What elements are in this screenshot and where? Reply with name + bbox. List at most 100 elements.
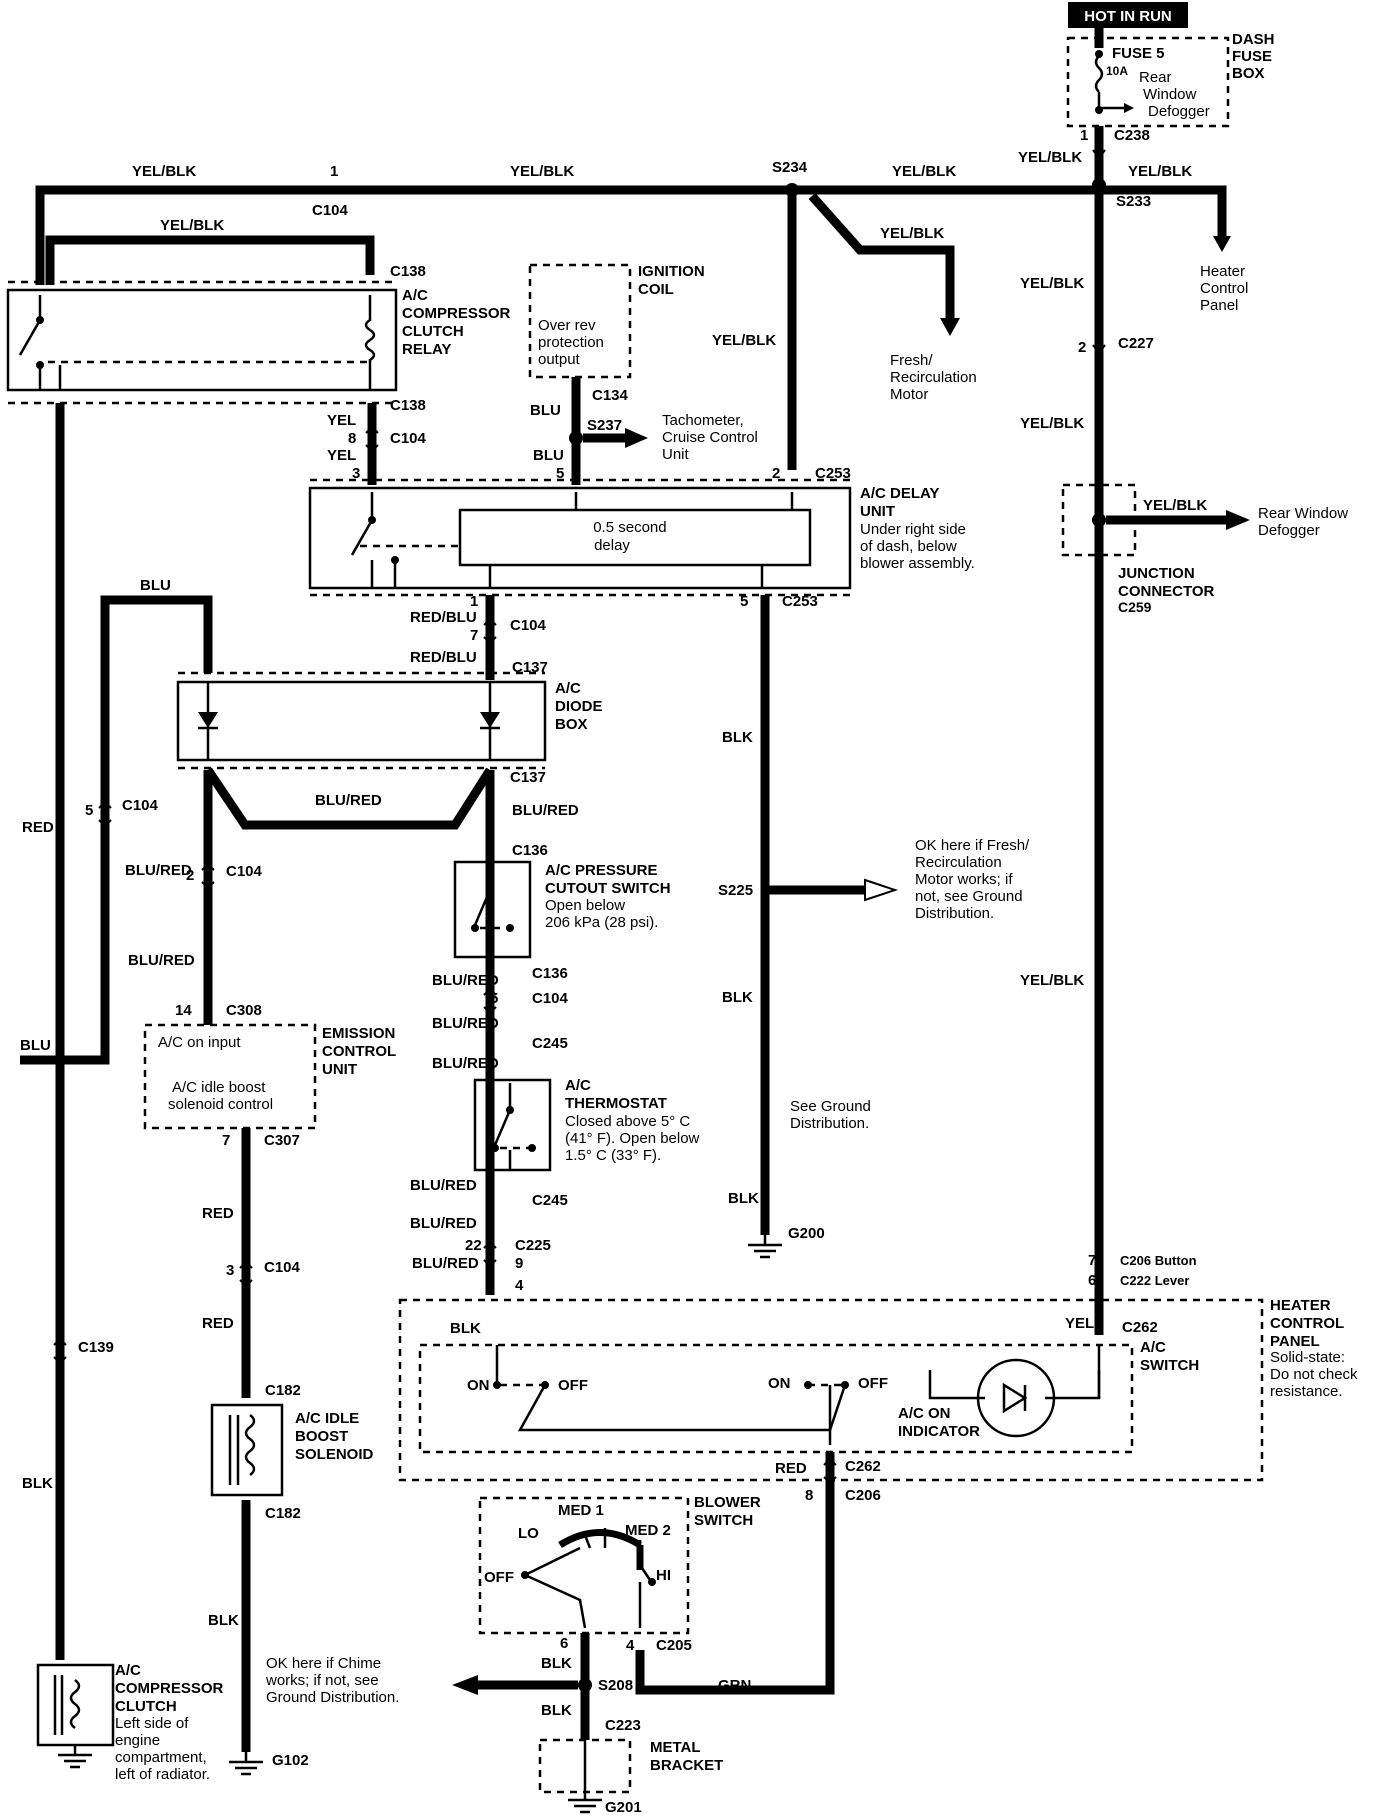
hot-in-run-label: HOT IN RUN bbox=[1084, 8, 1172, 25]
diode-icon bbox=[480, 712, 500, 728]
svg-text:C182: C182 bbox=[265, 1505, 301, 1522]
delay-unit-label: A/C DELAY UNIT bbox=[860, 485, 943, 520]
svg-text:C206: C206 bbox=[845, 1487, 881, 1504]
svg-text:C308: C308 bbox=[226, 1002, 262, 1019]
svg-text:C182: C182 bbox=[265, 1382, 301, 1399]
svg-text:BLU: BLU bbox=[140, 577, 171, 594]
ground-icon bbox=[58, 1745, 92, 1769]
ac-diode-box bbox=[176, 680, 547, 762]
svg-text:YEL: YEL bbox=[1065, 1315, 1094, 1332]
ecu-input: A/C on input bbox=[158, 1034, 241, 1051]
pressure-switch-note: Open below 206 kPa (28 psi). bbox=[545, 897, 658, 931]
svg-text:OFF: OFF bbox=[858, 1375, 888, 1392]
svg-text:BLU/RED: BLU/RED bbox=[315, 792, 382, 809]
svg-text:BLU: BLU bbox=[530, 402, 561, 419]
svg-text:BLU/RED: BLU/RED bbox=[432, 1015, 499, 1032]
svg-text:C245: C245 bbox=[532, 1035, 568, 1052]
svg-text:YEL/BLK: YEL/BLK bbox=[1020, 275, 1084, 292]
svg-text:C238: C238 bbox=[1114, 127, 1150, 144]
diode-box-label: A/C DIODE BOX bbox=[555, 680, 607, 733]
svg-text:5: 5 bbox=[740, 593, 748, 610]
heater-panel-label: HEATER CONTROL PANEL bbox=[1270, 1297, 1348, 1350]
svg-text:YEL/BLK: YEL/BLK bbox=[880, 225, 944, 242]
svg-text:1: 1 bbox=[1080, 127, 1088, 144]
svg-text:C134: C134 bbox=[592, 387, 629, 404]
svg-text:2: 2 bbox=[772, 465, 780, 482]
svg-text:G201: G201 bbox=[605, 1799, 642, 1816]
svg-text:5: 5 bbox=[85, 802, 93, 819]
svg-text:4: 4 bbox=[515, 1277, 524, 1294]
svg-text:S237: S237 bbox=[587, 417, 622, 434]
svg-text:LO: LO bbox=[518, 1525, 539, 1542]
svg-text:YEL/BLK: YEL/BLK bbox=[712, 332, 776, 349]
emission-control-unit bbox=[143, 1023, 317, 1130]
svg-text:6: 6 bbox=[560, 1635, 568, 1652]
relay-coil-icon bbox=[364, 295, 376, 390]
svg-text:1: 1 bbox=[330, 163, 338, 180]
svg-text:YEL: YEL bbox=[327, 412, 356, 429]
rear-window-dest: Rear Window Defogger bbox=[1258, 505, 1352, 539]
svg-text:C136: C136 bbox=[512, 842, 548, 859]
svg-text:RED/BLU: RED/BLU bbox=[410, 649, 477, 666]
compressor-clutch-label: A/C COMPRESSOR CLUTCH bbox=[115, 1662, 228, 1715]
svg-text:MED 2: MED 2 bbox=[625, 1522, 671, 1539]
dash-fuse-box bbox=[1066, 36, 1230, 128]
svg-text:C253: C253 bbox=[815, 465, 851, 482]
ground-icon bbox=[568, 1792, 602, 1814]
ac-pressure-cutout-switch bbox=[453, 860, 532, 959]
delay-unit-note: Under right side of dash, below blower a… bbox=[860, 521, 975, 572]
chime-note: OK here if Chime works; if not, see Grou… bbox=[265, 1655, 399, 1706]
svg-text:ON: ON bbox=[768, 1375, 791, 1392]
fuse-rating: 10A bbox=[1106, 64, 1128, 78]
svg-text:BLU/RED: BLU/RED bbox=[432, 972, 499, 989]
thermostat-note: Closed above 5° C (41° F). Open below 1.… bbox=[565, 1113, 704, 1164]
delay-label: 0.5 second delay bbox=[593, 519, 671, 554]
svg-text:C223: C223 bbox=[605, 1717, 641, 1734]
heater-panel-note: Solid-state: Do not check resistance. bbox=[1270, 1349, 1362, 1400]
relay-label: A/C COMPRESSOR CLUTCH RELAY bbox=[402, 287, 515, 358]
svg-text:C104: C104 bbox=[312, 202, 349, 219]
svg-text:S233: S233 bbox=[1116, 193, 1151, 210]
svg-text:BLK: BLK bbox=[722, 729, 753, 746]
svg-text:GRN: GRN bbox=[718, 1677, 751, 1694]
svg-text:C136: C136 bbox=[532, 965, 568, 982]
svg-text:OFF: OFF bbox=[558, 1377, 588, 1394]
yel-blk-bus bbox=[35, 185, 1227, 285]
svg-text:C139: C139 bbox=[78, 1339, 114, 1356]
ac-delay-unit bbox=[308, 486, 852, 590]
svg-text:BLK: BLK bbox=[22, 1475, 53, 1492]
svg-text:C138: C138 bbox=[390, 397, 426, 414]
svg-text:3: 3 bbox=[226, 1262, 234, 1279]
thermostat-label: A/C THERMOSTAT bbox=[565, 1077, 667, 1112]
svg-text:BLU/RED: BLU/RED bbox=[512, 802, 579, 819]
svg-text:BLK: BLK bbox=[728, 1190, 759, 1207]
svg-text:BLU/RED: BLU/RED bbox=[128, 952, 195, 969]
svg-text:7: 7 bbox=[470, 627, 478, 644]
svg-text:C259: C259 bbox=[1118, 599, 1152, 615]
blower-switch-label: BLOWER SWITCH bbox=[694, 1494, 765, 1529]
ecu-label: EMISSION CONTROL UNIT bbox=[322, 1025, 400, 1078]
svg-text:YEL/BLK: YEL/BLK bbox=[892, 163, 956, 180]
over-rev-label: Over rev protection output bbox=[538, 317, 608, 368]
svg-text:2: 2 bbox=[186, 867, 194, 884]
svg-text:RED: RED bbox=[22, 819, 54, 836]
svg-text:5: 5 bbox=[556, 465, 564, 482]
ac-thermostat bbox=[473, 1078, 552, 1172]
metal-bracket-label: METAL BRACKET bbox=[650, 1739, 723, 1774]
svg-text:BLU/RED: BLU/RED bbox=[410, 1177, 477, 1194]
svg-text:BLK: BLK bbox=[541, 1655, 572, 1672]
svg-text:3: 3 bbox=[352, 465, 360, 482]
svg-text:C104: C104 bbox=[532, 990, 569, 1007]
svg-text:BLU/RED: BLU/RED bbox=[125, 862, 192, 879]
svg-text:6: 6 bbox=[1088, 1272, 1096, 1289]
svg-text:C104: C104 bbox=[390, 430, 427, 447]
fresh-recirc-dest: Fresh/ Recirculation Motor bbox=[890, 352, 981, 403]
svg-text:C225: C225 bbox=[515, 1237, 551, 1254]
svg-text:1: 1 bbox=[470, 593, 478, 610]
svg-text:BLK: BLK bbox=[541, 1702, 572, 1719]
ignition-coil-label: IGNITION COIL bbox=[638, 263, 709, 298]
svg-text:YEL/BLK: YEL/BLK bbox=[1020, 972, 1084, 989]
ac-on-indicator-icon bbox=[976, 1358, 1056, 1438]
svg-text:C262: C262 bbox=[1122, 1319, 1158, 1336]
junction-connector-label: JUNCTION CONNECTOR bbox=[1118, 565, 1215, 600]
